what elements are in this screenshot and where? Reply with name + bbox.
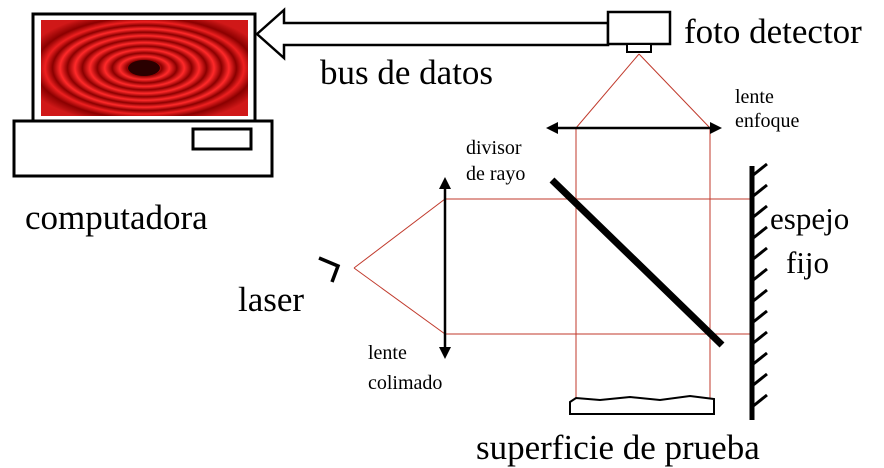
mirror-hatch-mark xyxy=(751,162,768,178)
focus-lens xyxy=(546,122,722,134)
disk-drive xyxy=(191,127,253,151)
beam-converging-left xyxy=(575,53,640,129)
laser-label: laser xyxy=(238,280,304,319)
beam-diverging-bottom xyxy=(353,267,446,335)
computer xyxy=(12,12,274,178)
focus-lens-right-arrowhead xyxy=(710,122,722,134)
laser-beams xyxy=(353,53,752,398)
focus-lens-left-arrowhead xyxy=(546,122,558,134)
mirror-hatch-mark xyxy=(751,330,768,346)
mirror-hatch-mark xyxy=(751,288,768,304)
fixed-mirror-label-line2: fijo xyxy=(786,245,829,280)
collimating-lens-top-arrowhead xyxy=(439,177,451,189)
interference-center xyxy=(128,60,160,76)
beam-converging-right xyxy=(638,53,711,129)
photodetector-aperture xyxy=(626,43,652,53)
photodetector-label: foto detector xyxy=(684,12,862,51)
fixed-mirror-hatching xyxy=(751,162,768,409)
collimating-lens-label-line1: lente xyxy=(368,342,407,364)
mirror-hatch-mark xyxy=(751,204,768,220)
beam-splitter xyxy=(549,177,725,348)
beam-splitter-label-line1: divisor xyxy=(466,137,522,159)
computer-label: computadora xyxy=(25,198,208,237)
focus-lens-label-line2: enfoque xyxy=(735,110,800,132)
laser-source xyxy=(318,256,341,283)
mirror-hatch-mark xyxy=(751,372,768,388)
test-surface xyxy=(569,394,715,415)
focus-lens-label-line1: lente xyxy=(735,86,774,108)
mirror-hatch-mark xyxy=(751,351,768,367)
data-bus-arrow xyxy=(255,7,610,61)
mirror-hatch-mark xyxy=(751,267,768,283)
computer-base xyxy=(12,119,274,178)
photodetector xyxy=(606,10,672,53)
fixed-mirror-label-line1: espejo xyxy=(770,201,849,236)
mirror-hatch-mark xyxy=(751,393,768,409)
collimating-lens-label-line2: colimado xyxy=(368,372,442,394)
test-surface-label: superficie de prueba xyxy=(476,428,760,467)
data-bus-label: bus de datos xyxy=(320,53,493,92)
fixed-mirror xyxy=(749,162,768,420)
beam-splitter-label-line2: de rayo xyxy=(466,163,525,185)
mirror-hatch-mark xyxy=(751,246,768,262)
photodetector-body xyxy=(606,10,672,46)
collimating-lens xyxy=(439,177,451,359)
collimating-lens-bottom-arrowhead xyxy=(439,347,451,359)
mirror-hatch-mark xyxy=(751,183,768,199)
mirror-hatch-mark xyxy=(751,225,768,241)
mirror-hatch-mark xyxy=(751,309,768,325)
beam-diverging-top xyxy=(353,198,446,269)
